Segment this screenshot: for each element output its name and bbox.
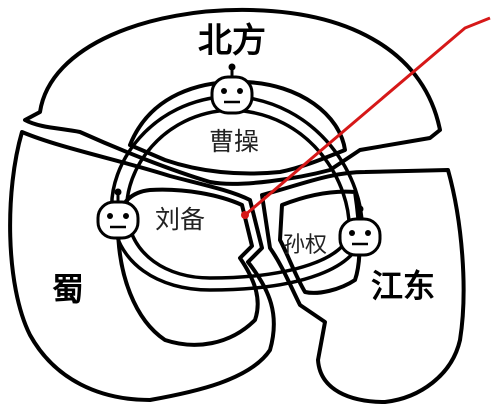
region-label-jiangdong: 江东	[371, 267, 435, 305]
region-label-north: 北方	[198, 21, 266, 61]
person-label-liu-bei: 刘备	[155, 205, 205, 234]
person-label-sun-quan: 孙权	[283, 233, 327, 258]
shu-inner-hollow	[116, 187, 260, 347]
region-label-shu: 蜀	[52, 270, 84, 308]
liu-bei-icon	[96, 188, 140, 240]
sun-quan-icon	[338, 205, 382, 257]
person-label-cao-cao: 曹操	[209, 127, 259, 156]
pointer-line	[241, 16, 491, 219]
alliance-ring-inner	[125, 108, 351, 280]
alliance-ring-outer	[110, 94, 364, 292]
cao-cao-icon	[210, 63, 254, 115]
